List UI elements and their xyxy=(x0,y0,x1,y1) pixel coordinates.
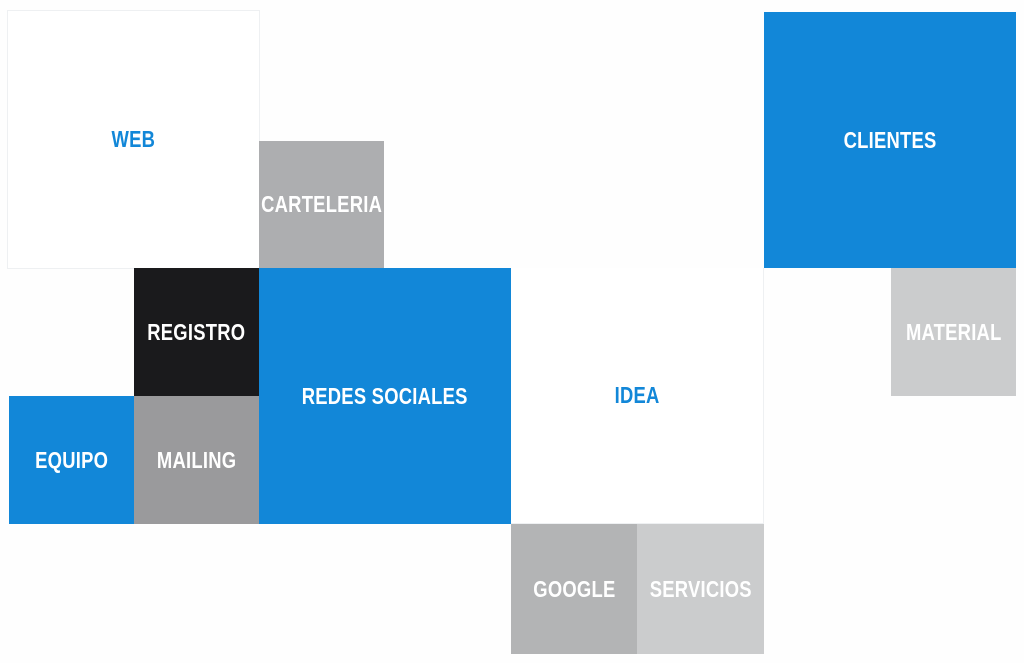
tile-idea-label: IDEA xyxy=(614,382,660,408)
tile-carteleria: CARTELERIA xyxy=(259,141,384,268)
tile-equipo-label: EQUIPO xyxy=(34,446,108,473)
tile-idea: IDEA xyxy=(511,268,764,524)
tile-mailing-label: MAILING xyxy=(156,446,237,473)
tile-redes-sociales-label: REDES SOCIALES xyxy=(302,382,468,409)
tile-web-label: WEB xyxy=(111,126,156,152)
tile-clientes-label: CLIENTES xyxy=(843,126,937,153)
tile-servicios-label: SERVICIOS xyxy=(649,575,752,602)
tile-google-label: GOOGLE xyxy=(532,575,616,602)
tile-mailing: MAILING xyxy=(134,396,259,524)
tile-carteleria-label: CARTELERIA xyxy=(261,191,383,217)
tile-google: GOOGLE xyxy=(511,524,637,654)
tile-material: MATERIAL xyxy=(891,268,1016,396)
tile-web: WEB xyxy=(7,10,260,269)
tile-clientes: CLIENTES xyxy=(764,12,1016,268)
tile-equipo: EQUIPO xyxy=(9,396,134,524)
tile-redes-sociales: REDES SOCIALES xyxy=(259,268,511,524)
tile-servicios: SERVICIOS xyxy=(637,524,764,654)
tile-registro-label: REGISTRO xyxy=(147,318,246,345)
tile-registro: REGISTRO xyxy=(134,268,259,396)
tile-material-label: MATERIAL xyxy=(905,318,1002,345)
